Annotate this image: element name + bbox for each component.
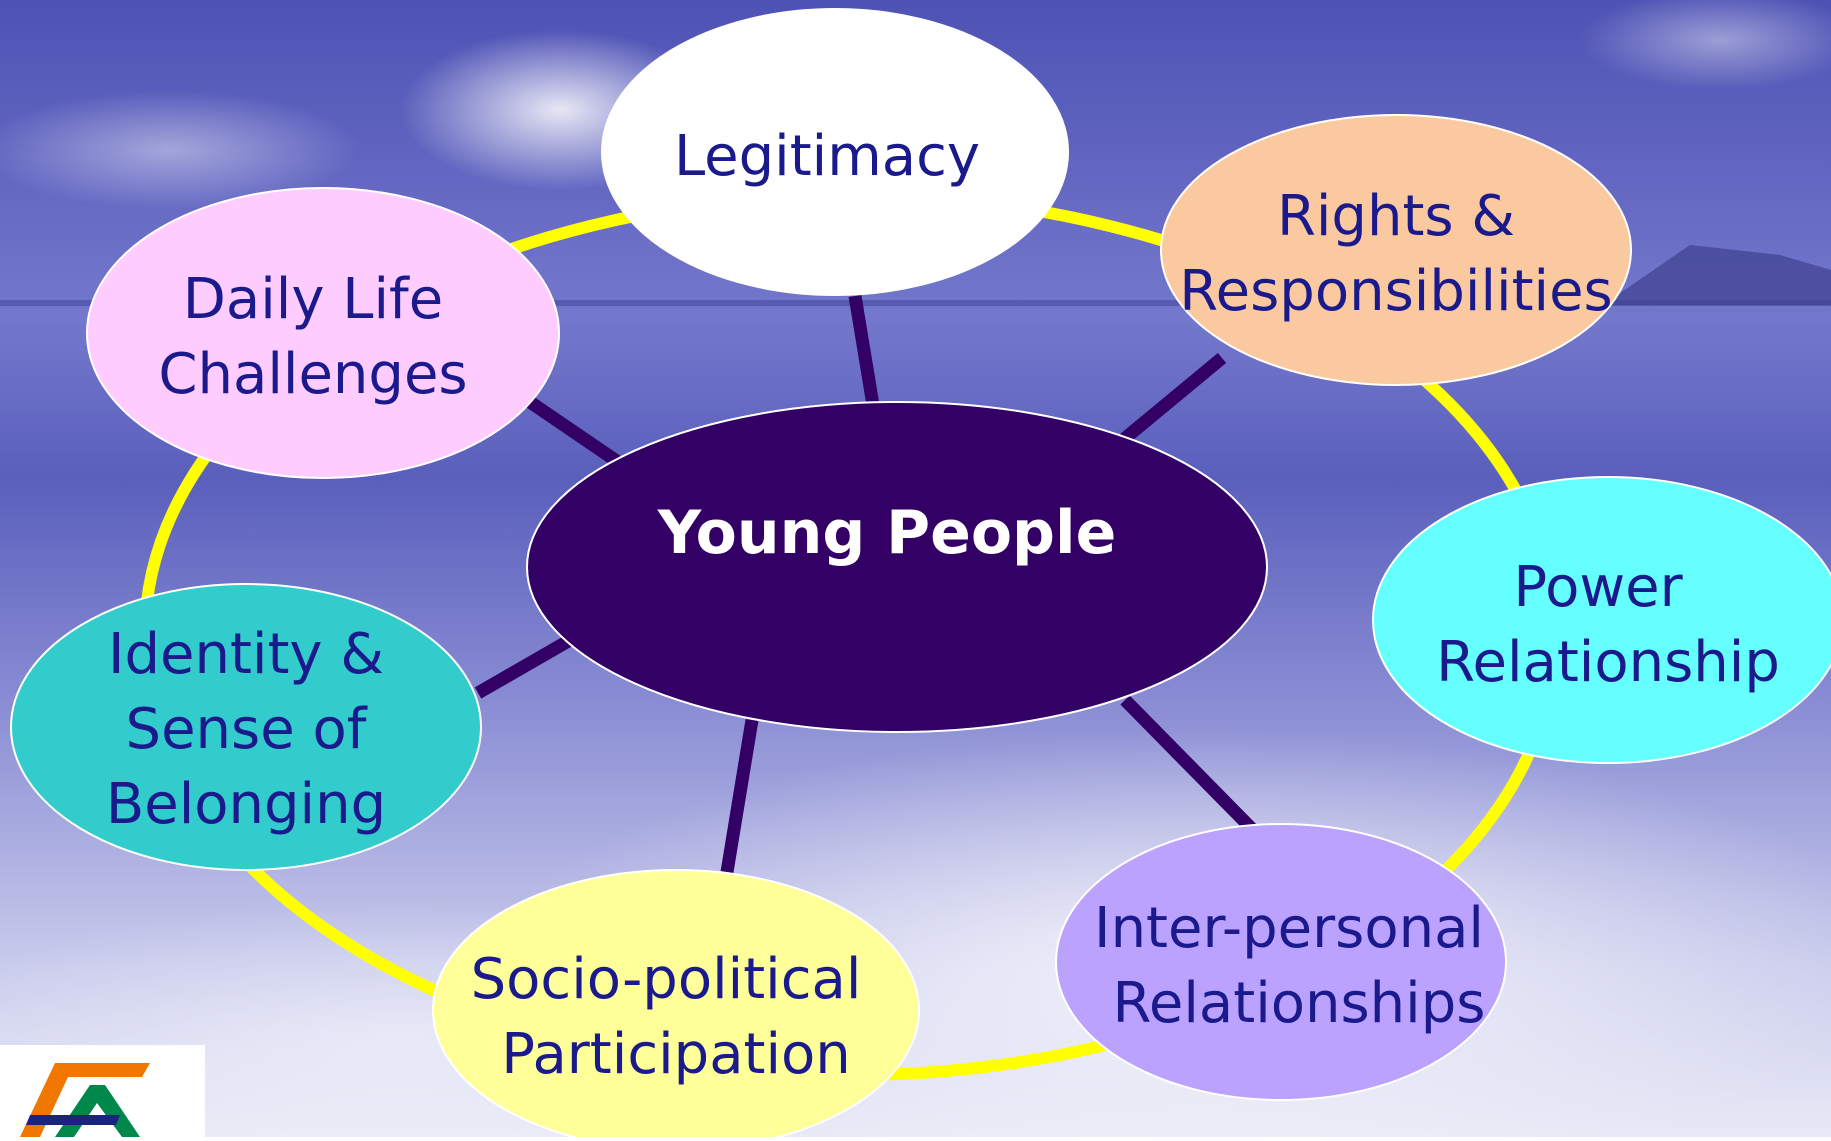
node-ellipse-identity-belonging xyxy=(10,583,482,871)
node-label-power-line1: Power xyxy=(1513,555,1683,620)
node-rights-responsibilities: Rights & Responsibilities xyxy=(1160,114,1632,386)
node-label-identity-line2: Sense of xyxy=(126,697,368,762)
spoke-line xyxy=(848,294,880,407)
center-label: Young People xyxy=(657,498,1117,568)
node-identity-belonging: Identity & Sense of Belonging xyxy=(10,583,482,871)
cloud xyxy=(0,90,360,210)
node-legitimacy: Legitimacy xyxy=(601,8,1069,296)
spokes xyxy=(474,294,1258,874)
node-label-sociopolitical-line2: Participation xyxy=(501,1022,851,1087)
node-ellipse-socio-political-participation xyxy=(432,869,920,1141)
spoke-line xyxy=(1118,352,1227,446)
logo-orange-stroke xyxy=(20,1063,150,1137)
node-label-interpersonal-line2: Relationships xyxy=(1113,971,1486,1036)
node-ellipse-daily-life-challenges xyxy=(86,187,560,479)
spoke-line xyxy=(720,718,759,874)
node-ellipse-inter-personal-relationships xyxy=(1055,823,1507,1101)
center-node: Young People xyxy=(526,401,1268,733)
logo-blue-stroke xyxy=(26,1115,120,1125)
building-silhouette xyxy=(1610,245,1831,305)
logo-green-stroke xyxy=(55,1085,140,1137)
node-ellipse-rights-responsibilities xyxy=(1160,114,1632,386)
node-label-identity-line3: Belonging xyxy=(106,772,386,837)
node-label-sociopolitical-line1: Socio-political xyxy=(471,947,862,1012)
organization-logo xyxy=(0,1045,205,1137)
spoke-line xyxy=(526,396,622,468)
node-inter-personal-relationships: Inter-personal Relationships xyxy=(1055,823,1507,1101)
cloud xyxy=(1580,0,1831,90)
spoke-line xyxy=(474,634,574,699)
node-label-dailylife-line2: Challenges xyxy=(158,342,467,407)
node-label-legitimacy: Legitimacy xyxy=(674,124,980,189)
node-daily-life-challenges: Daily Life Challenges xyxy=(86,187,560,479)
node-label-rights-line1: Rights & xyxy=(1277,184,1515,249)
center-ellipse xyxy=(526,401,1268,733)
node-label-identity-line1: Identity & xyxy=(108,622,384,687)
node-label-rights-line2: Responsibilities xyxy=(1179,259,1612,324)
node-ellipse-power-relationship xyxy=(1372,476,1831,764)
node-socio-political-participation: Socio-political Participation xyxy=(432,869,920,1141)
node-label-interpersonal-line1: Inter-personal xyxy=(1094,896,1484,961)
spoke-line xyxy=(1120,695,1258,835)
horizon-line xyxy=(0,300,1831,306)
logo-icon xyxy=(20,1063,150,1137)
node-label-dailylife-line1: Daily Life xyxy=(183,267,443,332)
node-power-relationship: Power Relationship xyxy=(1372,476,1831,764)
node-ellipse-legitimacy xyxy=(601,8,1069,296)
node-label-power-line2: Relationship xyxy=(1436,630,1780,695)
